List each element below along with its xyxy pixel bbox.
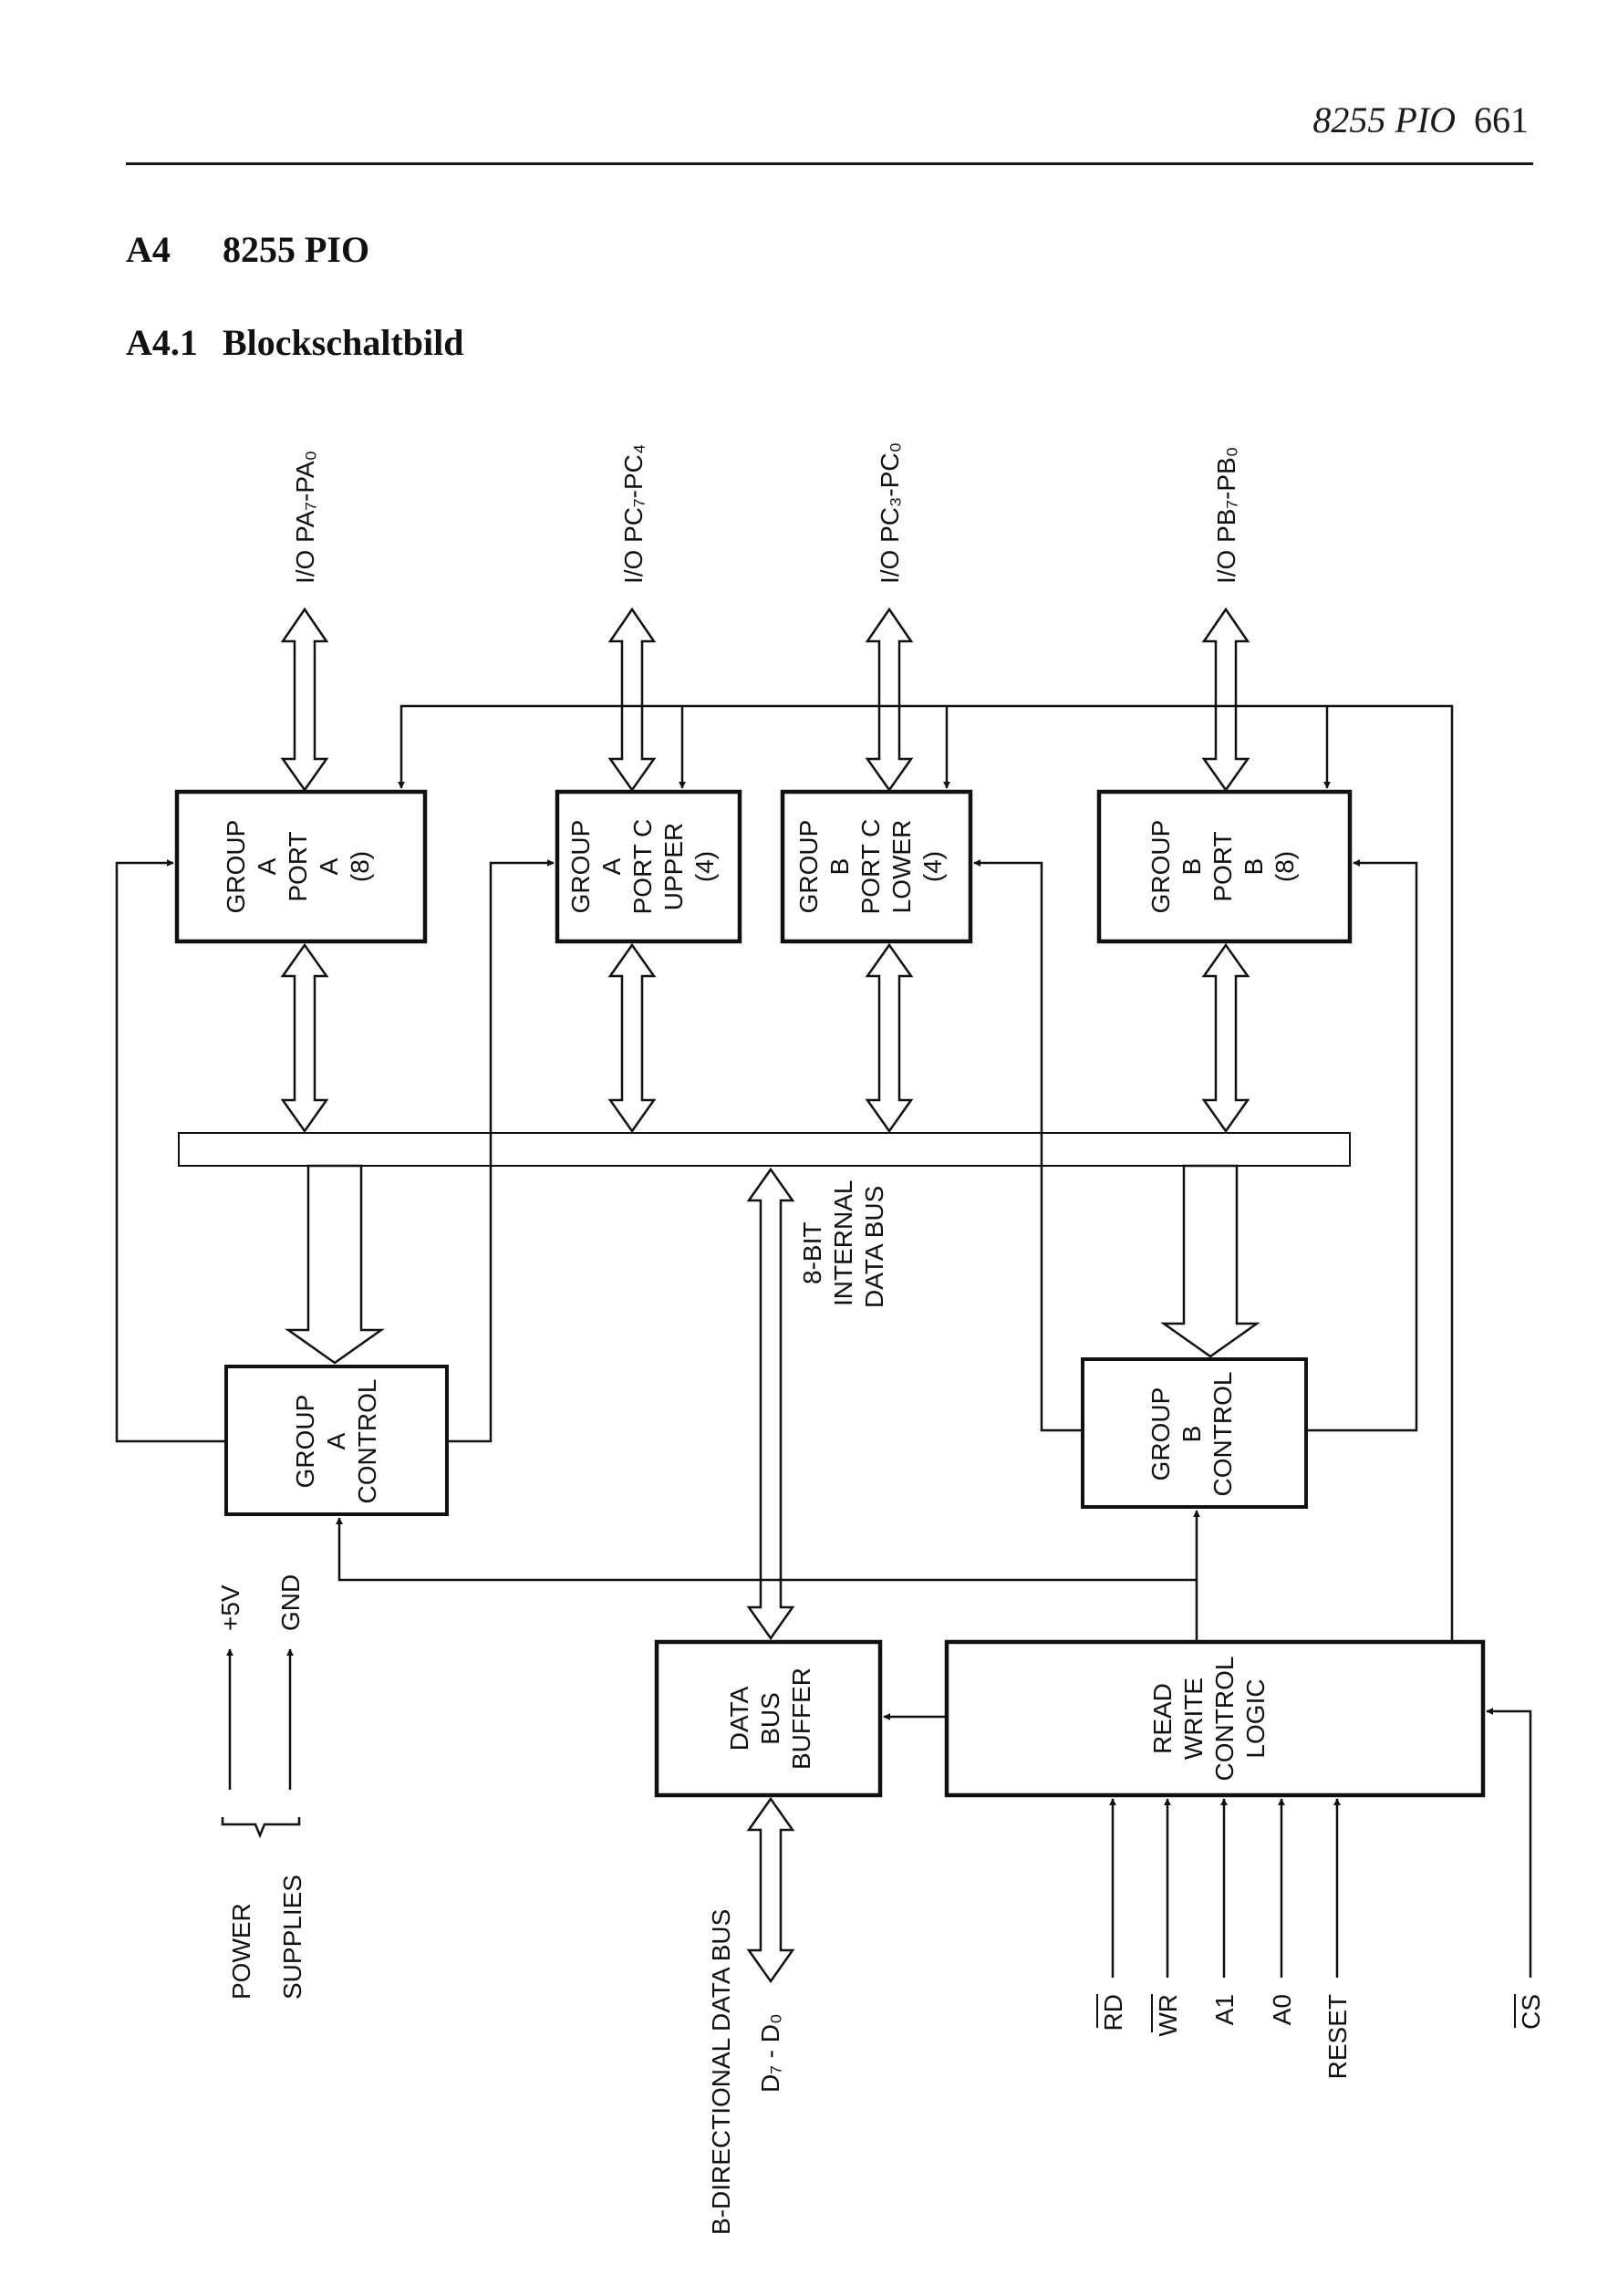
- port-a-line-4: A: [315, 857, 343, 875]
- read-write-control-logic-block: [944, 1639, 1486, 1798]
- pa-io-arrow: [280, 607, 329, 793]
- rw-line-3: CONTROL: [1210, 1657, 1239, 1782]
- rd-label: RD: [1099, 1994, 1127, 2031]
- cs-label: CS: [1517, 1994, 1545, 2030]
- group-b-port-b-block: [1096, 789, 1353, 944]
- bus-to-group-b-control-arrow: [1160, 1164, 1260, 1358]
- gnd-label: GND: [276, 1574, 305, 1631]
- running-head-title: 8255 PIO: [1312, 99, 1456, 140]
- group-b-control-line-2: B: [1177, 1426, 1206, 1443]
- port-b-line-1: GROUP: [1146, 820, 1175, 914]
- group-a-control-line-2: A: [322, 1432, 350, 1449]
- group-b-control-line-3: CONTROL: [1208, 1372, 1237, 1497]
- pcu-bus-arrow: [607, 942, 657, 1134]
- group-a-control-line-1: GROUP: [291, 1395, 319, 1489]
- data-bus-buffer-block: [654, 1639, 883, 1798]
- group-a-control-to-port-a-line: [115, 859, 226, 1443]
- group-a-port-c-upper-block: [555, 789, 742, 944]
- internal-bus-label-1: 8-BIT: [798, 1222, 826, 1284]
- rw-line-4: LOGIC: [1241, 1678, 1270, 1758]
- group-a-port-a-block: [174, 789, 428, 944]
- port-b-line-3: PORT: [1208, 831, 1237, 901]
- external-data-bus-arrow: [746, 1796, 795, 1984]
- pa-port-label: I/O PA₇-PA₀: [291, 451, 319, 584]
- group-a-control-line-3: CONTROL: [353, 1379, 381, 1504]
- a1-label: A1: [1210, 1994, 1239, 2025]
- internal-bus-label-3: DATA BUS: [860, 1186, 888, 1308]
- pcl-line-1: GROUP: [794, 820, 823, 914]
- port-a-line-1: GROUP: [222, 820, 250, 914]
- subsection-number: A4.1: [126, 322, 198, 363]
- power-supplies-label-1: POWER: [227, 1903, 255, 2000]
- page-number: 661: [1474, 99, 1529, 140]
- cs-input-line: [1486, 1708, 1532, 1978]
- pcl-line-2: B: [825, 858, 854, 876]
- internal-bus-bar: [178, 1132, 1351, 1167]
- port-a-line-2: A: [253, 857, 281, 875]
- pcl-line-3: PORT C: [856, 819, 885, 915]
- a0-label: A0: [1268, 1994, 1296, 2025]
- pcu-port-label: I/O PC₇-PC₄: [619, 444, 648, 584]
- group-b-port-c-lower-block: [780, 789, 973, 944]
- pb-bus-arrow: [1201, 942, 1250, 1134]
- group-b-control-to-pb-line: [1306, 859, 1418, 1432]
- pcu-line-5: (4): [690, 851, 719, 882]
- buffer-line-3: BUFFER: [787, 1667, 815, 1770]
- group-b-control-line-1: GROUP: [1146, 1387, 1175, 1481]
- buffer-line-1: DATA: [725, 1686, 753, 1751]
- subsection-heading: A4.1 Blockschaltbild: [126, 321, 464, 364]
- buffer-line-2: BUS: [756, 1692, 784, 1745]
- pcu-line-4: UPPER: [659, 823, 688, 910]
- pcu-line-1: GROUP: [566, 820, 595, 914]
- wr-label: WR: [1154, 1994, 1182, 2037]
- rw-to-ports-line: [398, 704, 1454, 1642]
- group-b-control-to-pcl-line: [973, 859, 1083, 1432]
- port-b-line-2: B: [1177, 858, 1206, 876]
- port-a-line-5: (8): [346, 851, 374, 882]
- data-bus-label: B-DIRECTIONAL DATA BUS: [707, 1909, 735, 2235]
- pcu-io-arrow: [607, 607, 657, 793]
- power-supplies-label-2: SUPPLIES: [278, 1875, 306, 2000]
- bus-to-group-a-control-arrow: [285, 1164, 385, 1365]
- pcl-line-5: (4): [918, 851, 947, 882]
- pcu-line-3: PORT C: [628, 819, 657, 915]
- pb-port-label: I/O PB₇-PB₀: [1212, 447, 1240, 584]
- rw-line-2: WRITE: [1179, 1678, 1208, 1760]
- pb-io-arrow: [1201, 607, 1250, 793]
- section-title: 8255 PIO: [223, 229, 370, 270]
- section-heading: A4 8255 PIO: [126, 228, 369, 271]
- pcl-io-arrow: [865, 607, 914, 793]
- running-head: 8255 PIO 661: [1312, 99, 1529, 141]
- group-a-control-to-pcu-line: [447, 859, 555, 1443]
- pa-bus-arrow: [280, 942, 329, 1134]
- port-b-line-4: B: [1239, 858, 1268, 876]
- header-rule: [126, 162, 1533, 165]
- port-b-line-5: (8): [1271, 851, 1299, 882]
- internal-to-buffer-arrow: [746, 1167, 795, 1641]
- internal-bus-label-2: INTERNAL: [829, 1180, 857, 1306]
- reset-label: RESET: [1323, 1994, 1352, 2079]
- plus5v-label: +5V: [216, 1584, 244, 1631]
- section-number: A4: [126, 229, 171, 270]
- pcl-bus-arrow: [865, 942, 914, 1134]
- pcl-line-4: LOWER: [887, 820, 916, 914]
- port-a-line-3: PORT: [284, 831, 312, 901]
- pcl-port-label: I/O PC₃-PC₀: [876, 442, 904, 584]
- power-brace: [221, 1817, 301, 1839]
- subsection-title: Blockschaltbild: [223, 322, 464, 363]
- data-bus-pins-label: D₇ - D₀: [756, 2013, 784, 2093]
- rw-line-1: READ: [1148, 1683, 1177, 1754]
- group-b-control-block: [1081, 1357, 1308, 1509]
- pcu-line-2: A: [597, 857, 626, 875]
- rw-to-group-a-control-line: [336, 1517, 1197, 1582]
